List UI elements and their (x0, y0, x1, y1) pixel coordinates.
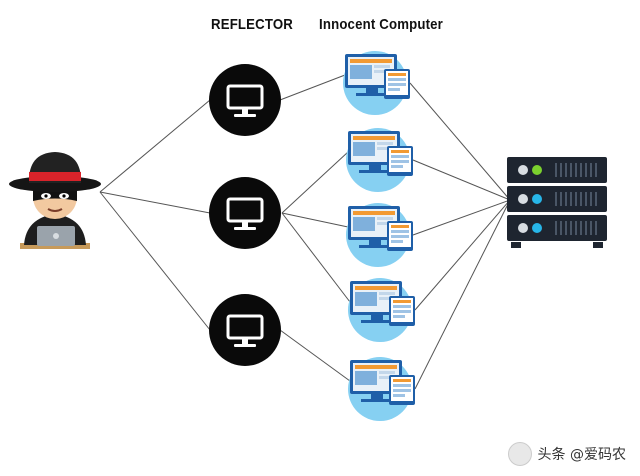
edge-reflector-innocent (281, 212, 349, 228)
server-icon (507, 157, 607, 248)
footer-text: 头条 @爱码农 (537, 447, 626, 463)
edge-reflector-innocent (279, 74, 346, 101)
computer-icon (348, 278, 415, 342)
edge-innocent-target (414, 199, 511, 311)
reflector-node (209, 64, 281, 136)
reflector-node (209, 177, 281, 249)
computer-icon (346, 128, 413, 192)
nodes-layer (9, 51, 607, 421)
edge-attacker-reflector (99, 191, 211, 331)
edge-innocent-target (412, 199, 511, 236)
edge-attacker-reflector (99, 191, 211, 214)
monitor-icon (226, 197, 264, 230)
connection-lines (99, 74, 511, 390)
computer-icon (343, 51, 410, 115)
monitor-icon (226, 314, 264, 347)
footer-credit: 头条 @爱码农 (507, 442, 626, 466)
innocent-computer-heading: Innocent Computer (319, 16, 443, 33)
edge-innocent-target (409, 82, 511, 201)
edge-attacker-reflector (99, 99, 211, 193)
edge-reflector-innocent (279, 329, 351, 382)
monitor-icon (226, 84, 264, 117)
edge-innocent-target (414, 199, 511, 390)
computer-icon (346, 203, 413, 267)
hacker-icon (9, 152, 101, 249)
reflector-node (209, 294, 281, 366)
reflector-heading: REFLECTOR (211, 16, 294, 33)
edge-innocent-target (412, 159, 511, 201)
computer-icon (348, 357, 415, 421)
footer-logo-icon (507, 442, 532, 466)
edge-reflector-innocent (281, 212, 351, 303)
edge-reflector-innocent (281, 151, 349, 214)
